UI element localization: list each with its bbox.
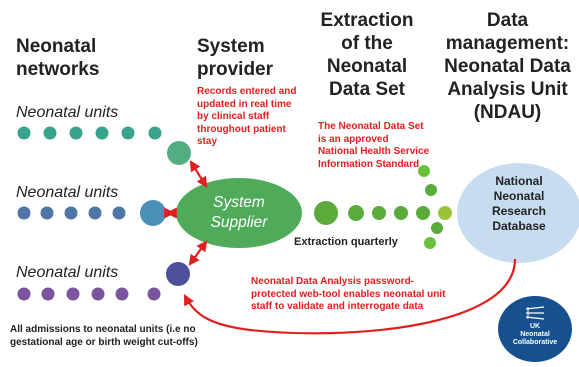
webtool-note: Neonatal Data Analysis password- protect… — [251, 276, 445, 314]
label-line: System — [213, 194, 265, 211]
unit-row-1-dots — [17, 126, 191, 165]
header-neonatal-networks: Neonatal networks — [16, 35, 99, 81]
note-line: All admissions to neonatal units (i.e no — [10, 324, 196, 335]
units-label-row-1: Neonatal units — [16, 104, 119, 121]
note-line: stay — [197, 136, 218, 147]
header-system-provider: System provider — [197, 35, 273, 81]
logo-line: Collaborative — [512, 339, 558, 346]
unit-dot — [17, 206, 31, 220]
note-line: gestational age or birth weight cut-offs… — [10, 337, 198, 348]
records-note: Records entered and updated in real time… — [197, 86, 296, 149]
unit-dot-large — [167, 141, 191, 165]
extraction-dot — [425, 184, 437, 196]
extraction-dot — [438, 206, 452, 220]
header-line: of the — [341, 33, 393, 54]
header-line: Analysis Unit — [447, 79, 568, 100]
label-line: Supplier — [210, 214, 268, 231]
header-line: networks — [16, 59, 100, 80]
unit-row-2-dots — [17, 200, 166, 226]
logo-mark-icon — [525, 306, 545, 320]
unit-dot — [40, 206, 54, 220]
note-line: Information Standard — [318, 158, 420, 170]
system-supplier-node — [176, 178, 302, 248]
return-arrow — [183, 258, 517, 335]
note-line: updated in real time — [197, 98, 292, 110]
database-label: National Neonatal Research Database — [470, 174, 568, 234]
unit-dot — [148, 126, 162, 140]
unit-dot — [66, 287, 80, 301]
arrow-row1 — [189, 160, 208, 188]
nds-note: The Neonatal Data Set is an approved Nat… — [318, 121, 429, 171]
extraction-dot — [372, 206, 386, 220]
logo-line: Neonatal — [520, 331, 550, 338]
header-line: Data — [486, 10, 529, 31]
units-label-row-2: Neonatal units — [16, 184, 119, 201]
extraction-dot — [424, 237, 436, 249]
unit-dot — [95, 126, 109, 140]
extraction-dot — [416, 206, 430, 220]
arrow-row3 — [188, 240, 208, 266]
header-data-management: Data management: Neonatal Data Analysis … — [436, 9, 579, 124]
label-line: Database — [492, 219, 546, 233]
unit-dot — [91, 287, 105, 301]
unit-dot — [115, 287, 129, 301]
unit-dot — [147, 287, 161, 301]
extraction-dot — [418, 165, 430, 177]
note-line: is an approved — [318, 133, 389, 145]
unit-dot — [88, 206, 102, 220]
header-line: (NDAU) — [473, 102, 542, 123]
label-line: Research — [491, 204, 547, 218]
uk-neonatal-collaborative-logo: UK Neonatal Collaborative — [498, 296, 572, 362]
note-line: National Health Service — [318, 146, 430, 157]
extraction-dot — [394, 206, 408, 220]
note-line: staff to validate and interrogate data — [251, 301, 424, 312]
extraction-quarterly-label: Extraction quarterly — [294, 236, 398, 248]
header-line: System — [197, 36, 265, 57]
extraction-dot — [314, 201, 338, 225]
unit-dot — [41, 287, 55, 301]
extraction-dots — [314, 165, 452, 249]
unit-dot — [112, 206, 126, 220]
label-line: National — [495, 174, 543, 188]
label-line: Neonatal — [493, 189, 545, 203]
unit-dot — [17, 126, 31, 140]
header-line: Extraction — [320, 10, 414, 31]
unit-dot — [17, 287, 31, 301]
unit-dot-large — [166, 262, 190, 286]
admissions-note: All admissions to neonatal units (i.e no… — [10, 323, 198, 349]
note-line: Records entered and — [197, 86, 297, 97]
logo-line: UK — [529, 323, 541, 330]
header-line: Neonatal Data — [444, 56, 571, 77]
unit-row-3-dots — [17, 262, 190, 301]
unit-dot — [121, 126, 135, 140]
units-label-row-3: Neonatal units — [16, 264, 119, 281]
note-line: Neonatal Data Analysis password- — [251, 276, 415, 287]
header-line: Data Set — [328, 79, 406, 100]
note-line: protected web-tool enables neonatal unit — [251, 288, 446, 300]
header-line: Neonatal — [16, 36, 97, 57]
unit-dot-large — [140, 200, 166, 226]
note-line: by clinical staff — [197, 111, 270, 122]
unit-dot — [43, 126, 57, 140]
note-line: throughout patient — [197, 123, 286, 135]
unit-dot — [64, 206, 78, 220]
note-line: The Neonatal Data Set — [318, 121, 424, 132]
header-line: provider — [197, 59, 274, 80]
database-node — [457, 163, 579, 263]
extraction-dot — [431, 222, 443, 234]
header-line: Neonatal — [326, 56, 408, 77]
header-line: management: — [445, 33, 570, 54]
system-supplier-label: System Supplier — [176, 193, 302, 233]
unit-dot — [69, 126, 83, 140]
header-extraction: Extraction of the Neonatal Data Set — [318, 9, 416, 101]
extraction-dot — [348, 205, 364, 221]
